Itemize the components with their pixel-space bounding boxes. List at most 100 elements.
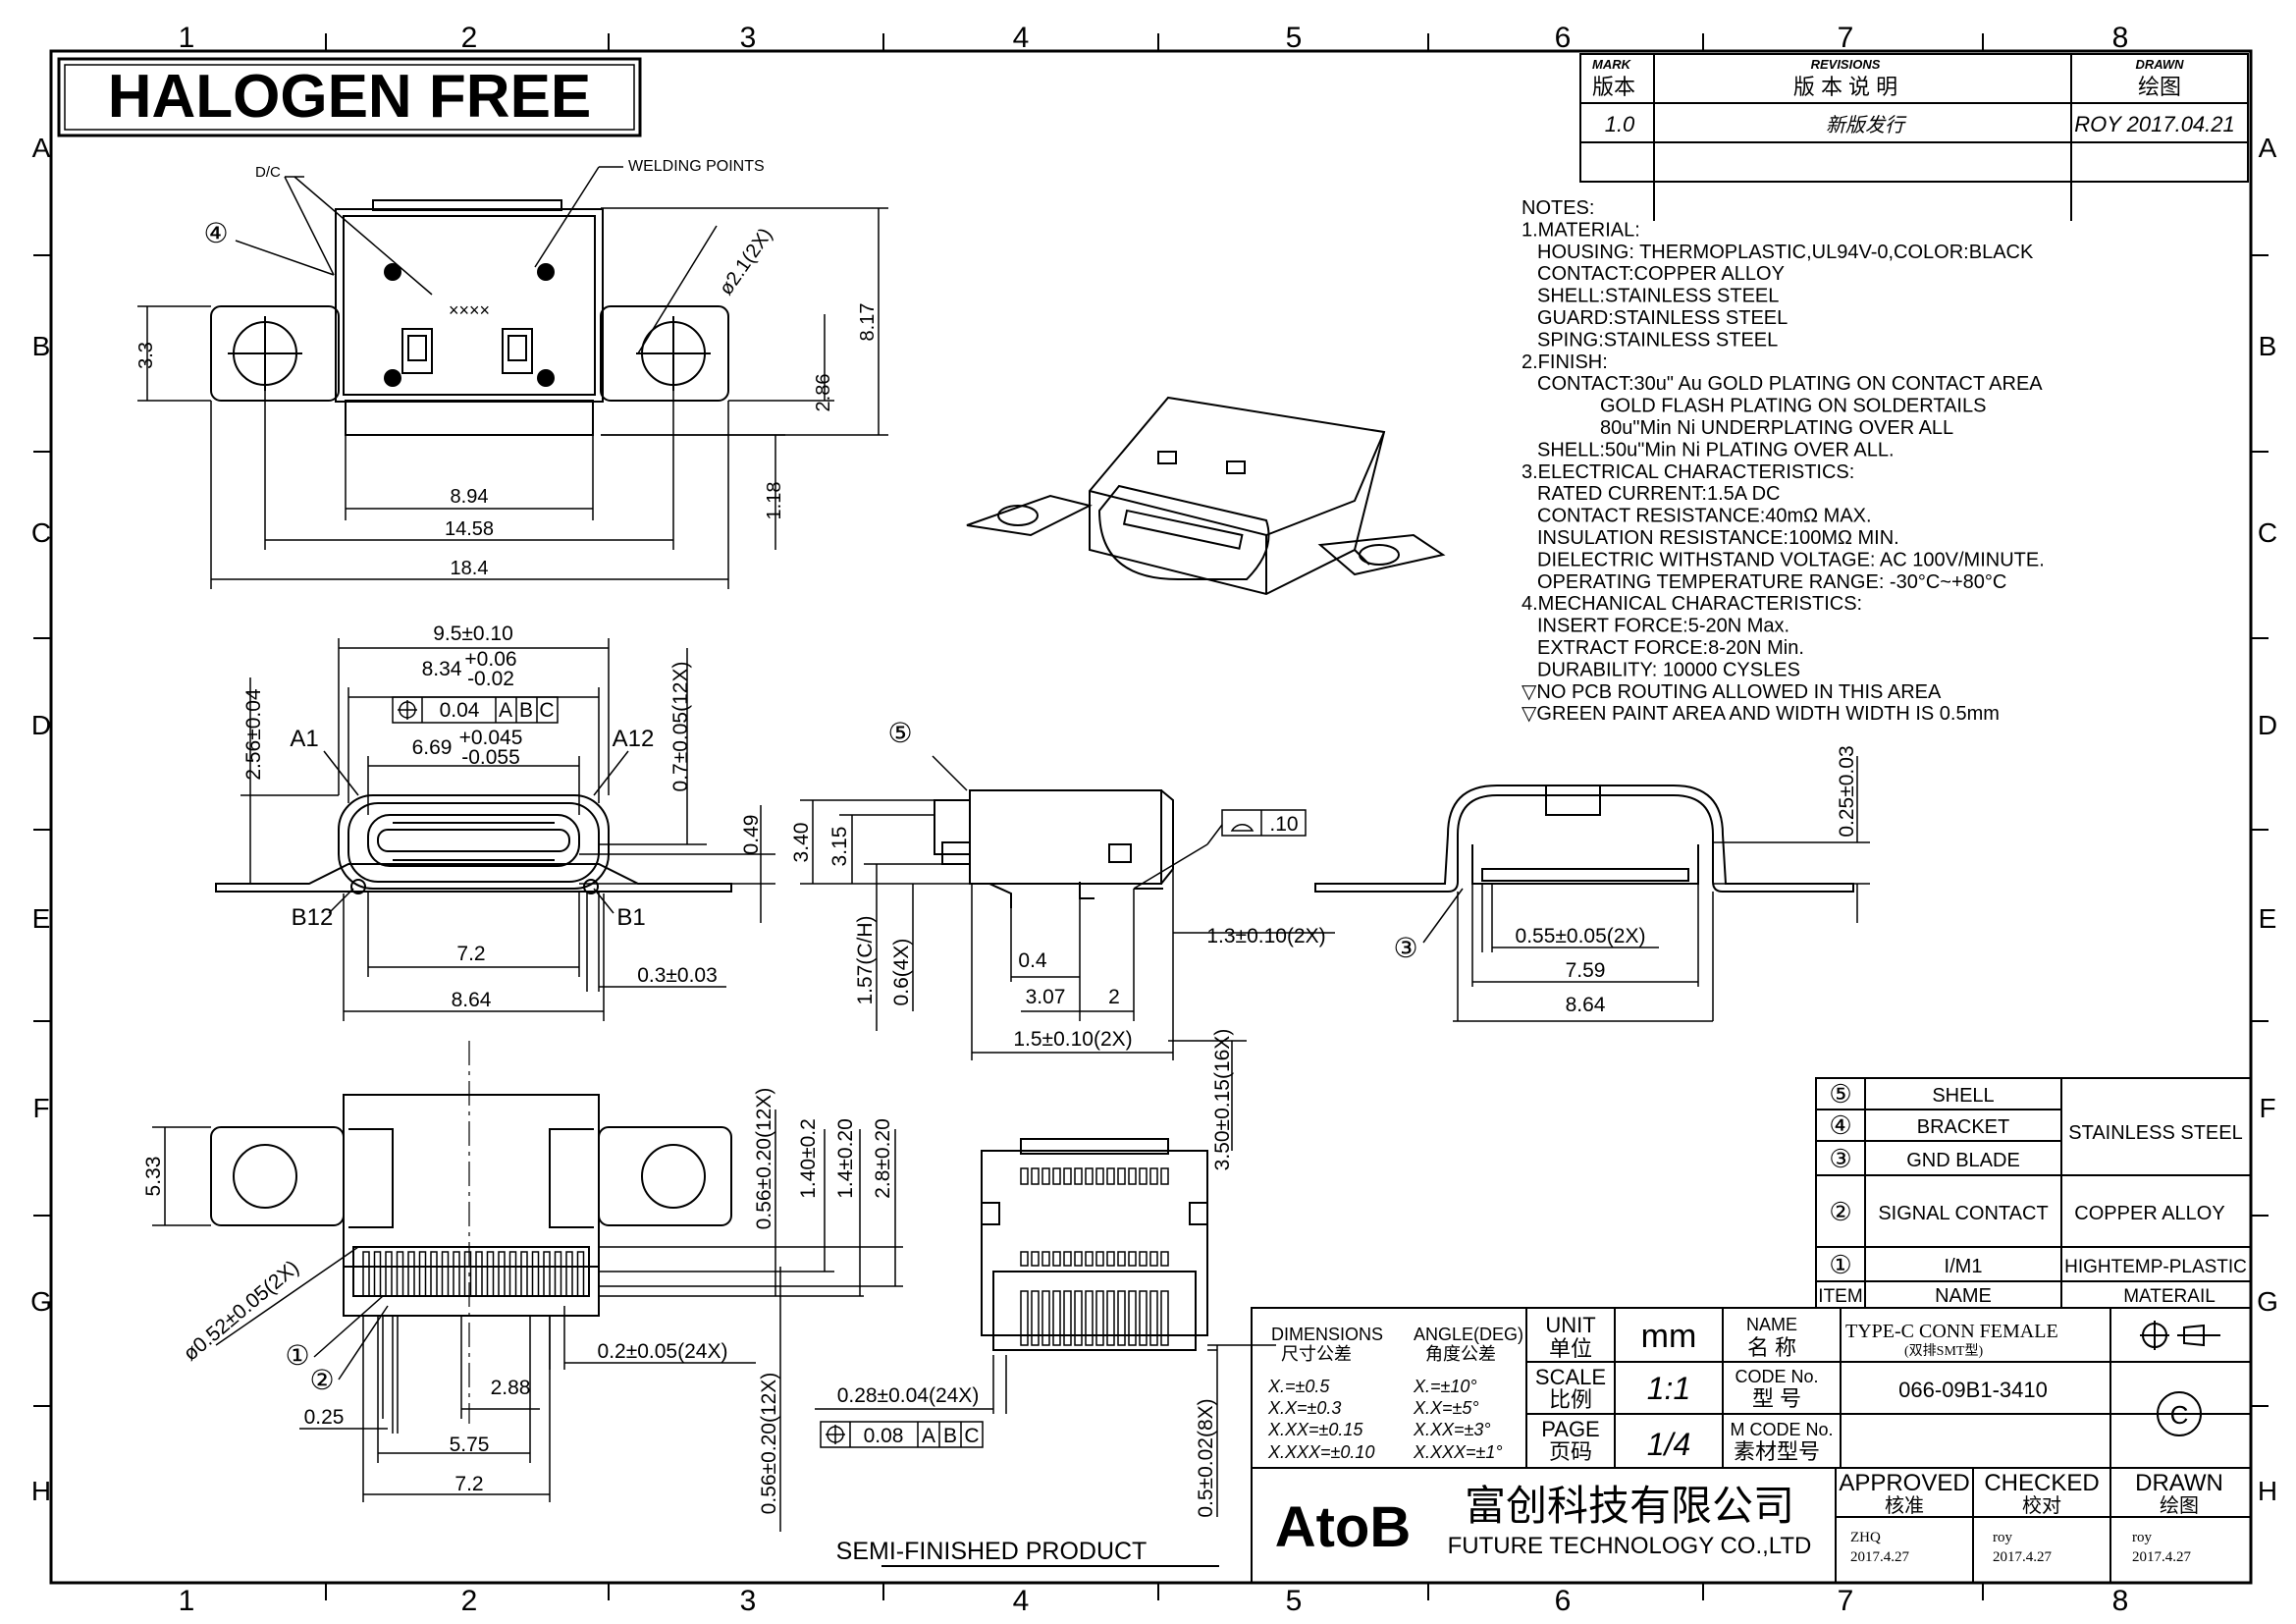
grid-row-label: G	[2257, 1286, 2278, 1317]
footprint-pad	[1160, 1290, 1169, 1346]
dim-8-64-rear: 8.64	[1566, 994, 1606, 1016]
grid-col-label: 1	[179, 22, 195, 54]
grid-col-label: 3	[740, 1585, 757, 1617]
gdt-tol-footprint: 0.08	[864, 1425, 904, 1447]
tb-unit-cn: 单位	[1549, 1336, 1592, 1361]
contact-pin	[508, 1251, 517, 1297]
footprint-pad	[1128, 1290, 1137, 1346]
balloon-5: ⑤	[887, 718, 912, 748]
footprint-pad	[1041, 1251, 1050, 1267]
dim-0-25-bottom: 0.25	[304, 1406, 345, 1429]
footprint-pad	[1074, 1167, 1083, 1185]
grid-row-label: F	[2259, 1093, 2275, 1123]
flatness-value: .10	[1269, 813, 1298, 836]
dim-8-17: 8.17	[857, 303, 879, 342]
grid-col-label: 4	[1013, 22, 1030, 54]
gdt-datum-c: C	[539, 699, 554, 722]
dim-0-25: 0.25±0.03	[1836, 745, 1858, 837]
bottom-view-pins	[362, 1251, 585, 1297]
grid-col-label: 2	[461, 22, 478, 54]
footprint-pad	[1020, 1251, 1029, 1267]
bom-item-name: I/M1	[1945, 1256, 1983, 1277]
grid-row-label: D	[31, 710, 51, 740]
note-line: SHELL:50u"Min Ni PLATING OVER ALL.	[1537, 439, 1895, 460]
bom-item-name: SIGNAL CONTACT	[1878, 1203, 2048, 1224]
footprint-pad	[1160, 1251, 1169, 1267]
bom-table-text: ⑤ SHELL ④ BRACKET ③ GND BLADE ② SIGNAL C…	[1818, 1079, 2247, 1307]
tb-checked-date: 2017.4.27	[1993, 1549, 2053, 1565]
title-block-text: DIMENSIONS 尺寸公差 ANGLE(DEG) 角度公差 X.=±0.5 …	[1267, 1313, 2223, 1565]
dim-8-34-plus: +0.06	[464, 648, 516, 671]
footprint-pad	[1085, 1290, 1094, 1346]
dim-8-94: 8.94	[451, 486, 489, 508]
tb-tol-angle-0: X.=±10°	[1413, 1377, 1477, 1396]
dim-0-56-right: 0.56±0.20(12X)	[758, 1373, 780, 1515]
footprint-pad	[1128, 1251, 1137, 1267]
dim-2-56: 2.56±0.04	[242, 688, 265, 781]
grid-row-label: B	[2259, 331, 2277, 361]
footprint-pad	[1117, 1167, 1126, 1185]
grid-row-label: C	[2258, 517, 2277, 548]
grid-ticks	[33, 33, 2269, 1600]
note-line: DURABILITY: 10000 CYSLES	[1537, 659, 1800, 680]
footprint-pad	[1031, 1251, 1040, 1267]
dim-1-3: 1.3±0.10(2X)	[1206, 925, 1325, 947]
contact-pin	[576, 1251, 585, 1297]
footprint-pad	[1139, 1251, 1148, 1267]
note-line: INSERT FORCE:5-20N Max.	[1537, 616, 1789, 637]
footprint-pad	[1149, 1167, 1158, 1185]
side-view-labels: ⑤ .10 3.40 3.15 1.57(C/H) 0.6(4X) 0.4 3.…	[790, 718, 1326, 1051]
tb-name-value: TYPE-C CONN FEMALE	[1845, 1321, 2058, 1342]
grid-row-label: C	[31, 517, 51, 548]
footprint-pad	[1106, 1251, 1115, 1267]
footprint-pad	[1160, 1167, 1169, 1185]
rear-view	[1314, 785, 1854, 893]
dim-1-4: 1.4±0.20	[834, 1118, 857, 1199]
footprint-pad	[1063, 1167, 1072, 1185]
dim-1-18: 1.18	[764, 482, 785, 520]
tb-dimensions-en: DIMENSIONS	[1271, 1325, 1383, 1344]
dim-0-55: 0.55±0.05(2X)	[1516, 925, 1646, 947]
note-line: RATED CURRENT:1.5A DC	[1537, 483, 1780, 505]
grid-columns-bottom: 1 2 3 4 5 6 7 8	[179, 1585, 2129, 1617]
note-line: ▽NO PCB ROUTING ALLOWED IN THIS AREA	[1522, 681, 1942, 703]
dim-7-59: 7.59	[1566, 959, 1606, 982]
tb-name-en: NAME	[1746, 1315, 1797, 1334]
footprint-pad	[1095, 1167, 1104, 1185]
dim-18-4: 18.4	[451, 558, 489, 579]
balloon-1: ①	[285, 1340, 309, 1371]
bom-item-no: ②	[1829, 1197, 1851, 1226]
rev-mark-en: MARK	[1592, 57, 1632, 72]
footprint-pad	[1085, 1251, 1094, 1267]
pin-label-a12: A12	[613, 726, 655, 752]
dim-2: 2	[1108, 986, 1120, 1008]
grid-rows-right: A B C D E F G H	[2257, 133, 2278, 1506]
note-line: GUARD:STAINLESS STEEL	[1537, 307, 1788, 329]
bom-material-steel: STAINLESS STEEL	[2068, 1122, 2242, 1144]
footprint-view	[981, 1138, 1208, 1351]
note-line: 3.ELECTRICAL CHARACTERISTICS:	[1522, 461, 1854, 483]
footprint-pad	[1149, 1290, 1158, 1346]
footprint-pad	[1074, 1251, 1083, 1267]
gdt-datum-c-fp: C	[964, 1425, 979, 1447]
dim-8-34-minus: -0.02	[467, 668, 514, 690]
note-line: SPING:STAINLESS STEEL	[1537, 329, 1778, 351]
grid-row-label: F	[32, 1093, 49, 1123]
dim-3-40: 3.40	[790, 823, 813, 863]
notes-block: NOTES:1.MATERIAL:HOUSING: THERMOPLASTIC,…	[1522, 197, 2045, 725]
tb-copyright: C	[2170, 1400, 2189, 1430]
dim-3-50: 3.50±0.15(16X)	[1211, 1029, 1234, 1171]
footprint-pad	[1117, 1290, 1126, 1346]
pin-label-a1: A1	[290, 726, 318, 752]
contact-pin	[554, 1251, 562, 1297]
grid-row-label: E	[32, 903, 51, 934]
dim-6-69-plus: +0.045	[459, 727, 523, 749]
dim-8-64-front: 8.64	[452, 989, 492, 1011]
footprint-pad	[1031, 1167, 1040, 1185]
bom-item-name: BRACKET	[1917, 1116, 2009, 1138]
footprint-pad	[1052, 1290, 1061, 1346]
bom-material-plastic: HIGHTEMP-PLASTIC	[2064, 1257, 2247, 1277]
dim-phi-2-1: ø2.1(2X)	[716, 224, 777, 298]
footprint-pad	[1149, 1251, 1158, 1267]
